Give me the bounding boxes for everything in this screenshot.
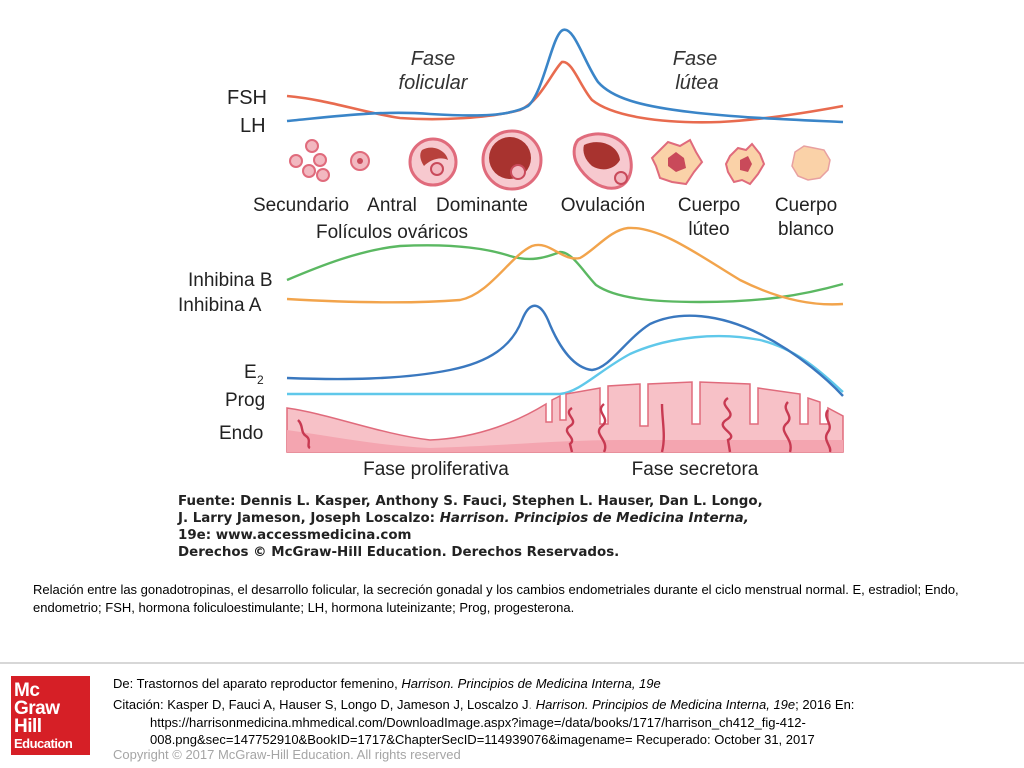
mcgraw-hill-logo: Mc Graw Hill Education xyxy=(11,676,90,755)
phase-proliferative-label: Fase proliferativa xyxy=(363,459,509,480)
phase-luteal-label-2: lútea xyxy=(675,72,718,94)
follicle-ovulation xyxy=(572,132,633,190)
ovarian-follicles-title: Folículos ováricos xyxy=(316,222,468,243)
phase-secretory-label: Fase secretora xyxy=(632,459,759,480)
inhibin-b-label: Inhibina B xyxy=(188,270,273,291)
footer-divider xyxy=(0,662,1024,664)
menstrual-cycle-diagram: Fase folicular Fase lútea FSH LH xyxy=(178,28,844,480)
citation-year: ; 2016 En: xyxy=(795,697,855,712)
figure-source: Fuente: Dennis L. Kasper, Anthony S. Fau… xyxy=(178,493,778,561)
footer-copyright: Copyright © 2017 McGraw-Hill Education. … xyxy=(113,747,461,762)
inhibin-b-curve xyxy=(286,244,844,304)
phase-luteal-label-1: Fase xyxy=(673,48,717,70)
inhibin-a-label: Inhibina A xyxy=(178,295,262,316)
footer-url-line-1[interactable]: https://harrisonmedicina.mhmedical.com/D… xyxy=(150,715,806,730)
logo-line-graw: Graw xyxy=(14,698,60,719)
stage-label-secondary: Secundario xyxy=(253,195,349,216)
prog-label: Prog xyxy=(225,390,265,411)
stage-label-corpus-luteum: Cuerpo xyxy=(678,195,740,216)
follicle-antral xyxy=(408,137,458,187)
inhibin-a-curve xyxy=(286,226,844,306)
endometrium xyxy=(286,381,844,453)
stage-label-antral: Antral xyxy=(367,195,417,216)
lh-curve xyxy=(286,60,844,124)
source-book-title: Harrison. Principios de Medicina Interna… xyxy=(439,511,749,526)
footer-url-line-2[interactable]: 008.png&sec=147752910&BookID=1717&Chapte… xyxy=(150,732,815,747)
endo-label: Endo xyxy=(219,423,263,444)
follicle-dominant xyxy=(481,129,543,191)
e2-label-subscript: 2 xyxy=(257,373,264,387)
footer-from-text: De: Trastornos del aparato reproductor f… xyxy=(113,676,402,691)
logo-line-mc: Mc xyxy=(14,680,40,701)
stage-label-ovulation: Ovulación xyxy=(561,195,646,216)
corpus-luteum-2 xyxy=(724,142,766,186)
lh-label: LH xyxy=(240,115,266,137)
source-authors: J. Larry Jameson, Joseph Loscalzo: xyxy=(178,511,440,526)
citation-book: Harrison. Principios de Medicina Interna… xyxy=(532,697,796,712)
footer-from: De: Trastornos del aparato reproductor f… xyxy=(113,675,661,692)
source-line-3: 19e: www.accessmedicina.com xyxy=(178,528,412,543)
corpus-albicans xyxy=(791,145,831,181)
stage-label-corpus-albicans-2: blanco xyxy=(778,219,834,240)
e2-curve xyxy=(286,304,844,397)
citation-dot: . xyxy=(528,697,533,712)
corpus-luteum-1 xyxy=(650,138,704,186)
follicle-secondary xyxy=(289,139,370,182)
source-line-2: J. Larry Jameson, Joseph Loscalzo: Harri… xyxy=(178,510,778,527)
fsh-label: FSH xyxy=(227,87,267,109)
logo-line-hill: Hill xyxy=(14,716,42,737)
citation-authors: Citación: Kasper D, Fauci A, Hauser S, L… xyxy=(113,697,529,712)
stage-label-dominant: Dominante xyxy=(436,195,528,216)
source-line-1: Fuente: Dennis L. Kasper, Anthony S. Fau… xyxy=(178,494,763,509)
phase-follicular-label-1: Fase xyxy=(411,48,455,70)
logo-line-education: Education xyxy=(14,736,73,751)
prog-curve xyxy=(287,334,844,396)
footer-citation: Citación: Kasper D, Fauci A, Hauser S, L… xyxy=(113,696,854,713)
e2-label: E xyxy=(244,362,257,383)
source-line-4: Derechos © McGraw-Hill Education. Derech… xyxy=(178,545,620,560)
fsh-curve xyxy=(286,28,844,124)
stage-label-corpus-luteum-2: lúteo xyxy=(688,219,729,240)
phase-follicular-label-2: folicular xyxy=(399,72,469,94)
footer-from-book: Harrison. Principios de Medicina Interna… xyxy=(401,676,661,691)
figure-caption: Relación entre las gonadotropinas, el de… xyxy=(33,582,959,615)
stage-label-corpus-albicans: Cuerpo xyxy=(775,195,837,216)
